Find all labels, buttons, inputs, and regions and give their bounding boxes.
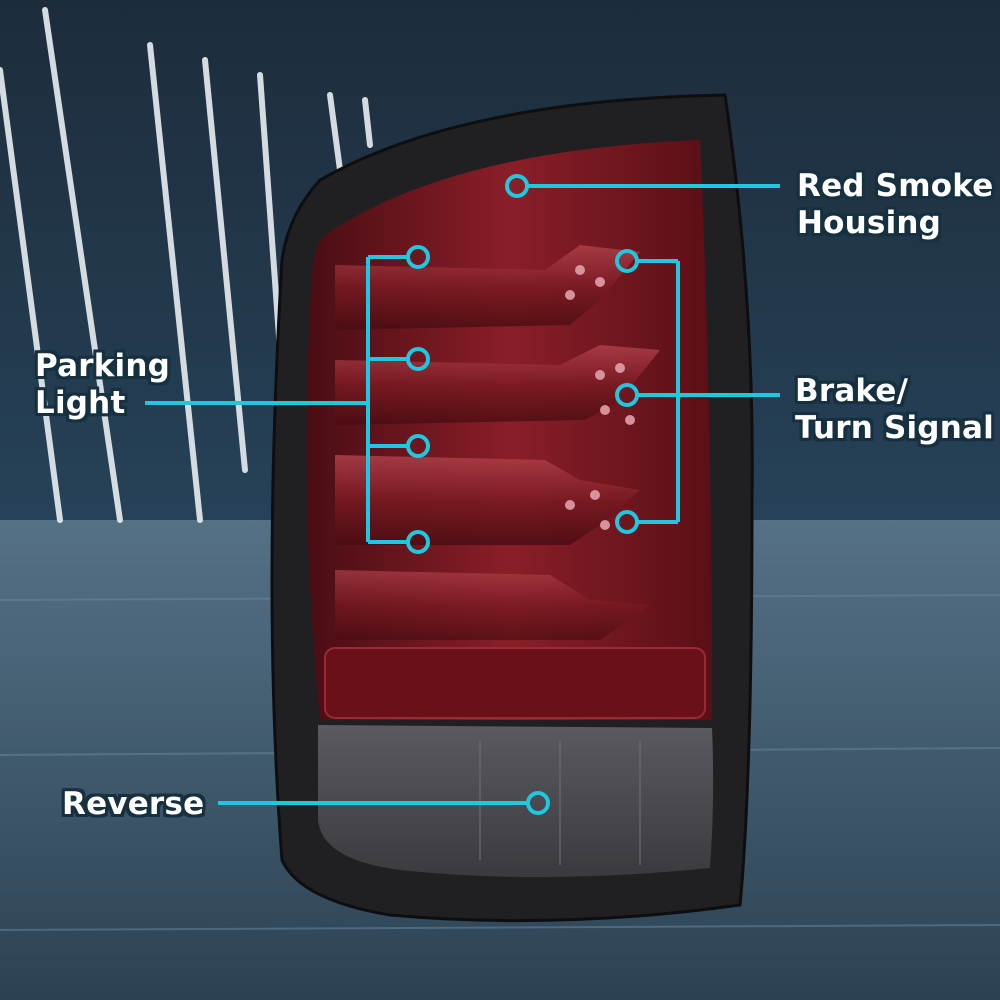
brake-turn-signal-label-line-2: Turn Signal — [795, 410, 994, 446]
reverse-label-text: Reverse — [62, 786, 205, 822]
callout-lines — [145, 174, 780, 815]
red-smoke-housing-label: Red Smoke Housing — [797, 168, 993, 242]
red-smoke-housing-label-line-1: Red Smoke — [797, 168, 994, 204]
reverse-label: Reverse — [62, 786, 204, 823]
parking-light-label-line-2: Light — [35, 385, 126, 421]
brake-turn-signal-label: Brake/ Turn Signal — [795, 373, 994, 447]
parking-light-label-line-1: Parking — [35, 348, 170, 384]
brake-turn-signal-label-line-1: Brake/ — [795, 373, 909, 409]
red-smoke-housing-label-line-2: Housing — [797, 205, 942, 241]
parking-light-label: Parking Light — [35, 348, 170, 422]
